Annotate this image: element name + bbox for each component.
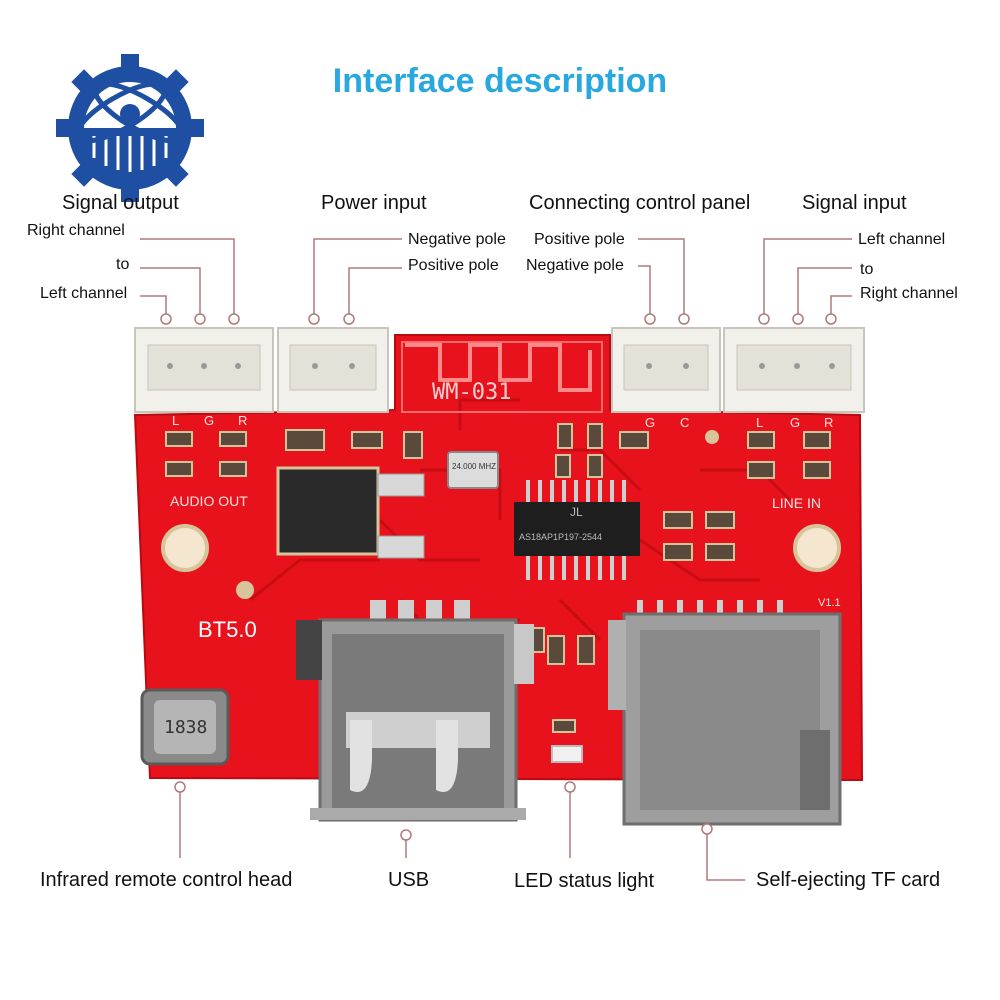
label-power-input: Power input [321, 192, 427, 214]
label-si-left-channel: Left channel [858, 231, 946, 248]
board-bt-label: BT5.0 [198, 617, 257, 642]
label-signal-input: Signal input [802, 192, 907, 214]
connector-signal-input [723, 327, 865, 413]
connector-power-input [277, 327, 389, 413]
connector-signal-output [134, 327, 274, 413]
label-si-to: to [860, 261, 874, 278]
board-pin-g-in: G [790, 415, 801, 430]
label-so-to: to [116, 256, 130, 273]
board-audio-out-label: AUDIO OUT [170, 493, 248, 509]
label-cp-negative-pole: Negative pole [526, 257, 624, 274]
tf-card-slot [608, 600, 842, 826]
board-version-label: V1.1 [818, 597, 841, 609]
board-pin-g-out: G [204, 413, 215, 428]
label-led-status-light: LED status light [514, 870, 655, 892]
label-pi-negative-pole: Negative pole [408, 231, 506, 248]
board-pin-l-in: L [756, 415, 764, 430]
label-so-left-channel: Left channel [40, 285, 128, 302]
ir-code-label: 1838 [164, 717, 208, 738]
label-self-ejecting-tf: Self-ejecting TF card [756, 869, 941, 891]
board-pin-c-panel: C [680, 415, 690, 430]
chip-brand-label: JL [570, 505, 583, 519]
label-so-right-channel: Right channel [27, 222, 125, 239]
label-usb: USB [388, 869, 430, 891]
label-si-right-channel: Right channel [860, 285, 958, 302]
label-cp-positive-pole: Positive pole [534, 231, 625, 248]
label-infrared-remote: Infrared remote control head [40, 869, 293, 891]
board-pin-g-panel: G [645, 415, 656, 430]
label-signal-output: Signal output [62, 192, 179, 214]
usb-port [296, 600, 534, 822]
board-model-label: WM-031 [432, 380, 512, 405]
crystal-label: 24.000 MHZ [452, 462, 497, 471]
board-pin-r-in: R [824, 415, 834, 430]
label-connecting-control-panel: Connecting control panel [529, 192, 751, 214]
chip-text-label: AS18AP1P197-2544 [519, 532, 603, 542]
page-title: Interface description [332, 62, 668, 100]
board-line-in-label: LINE IN [772, 495, 822, 511]
label-pi-positive-pole: Positive pole [408, 257, 499, 274]
board-pin-l-out: L [172, 413, 180, 428]
board-pin-r-out: R [238, 413, 248, 428]
connector-control-panel [611, 327, 721, 413]
